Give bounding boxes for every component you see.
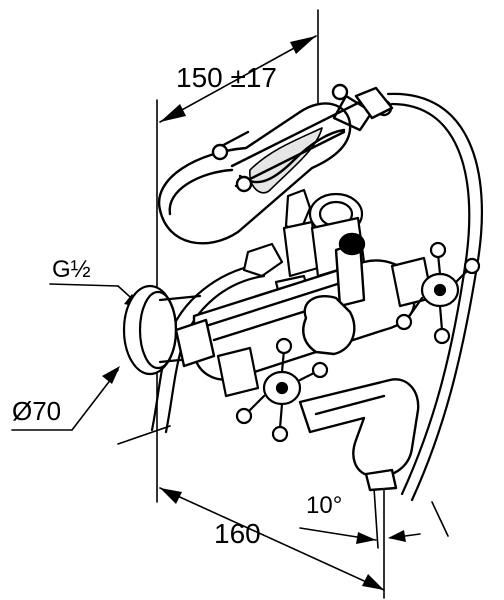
holder-screw-3 [331, 83, 349, 101]
left-spoke-down [278, 402, 284, 430]
right-spoke-ball-right [463, 257, 481, 275]
hose-inner-line [390, 102, 471, 496]
right-spoke-ball-left [395, 313, 413, 331]
left-valve-body [216, 346, 260, 398]
right-spoke-right [454, 268, 470, 284]
left-cross-handle [216, 337, 329, 443]
right-hub-center [433, 283, 447, 297]
angle-leg-line [373, 487, 379, 549]
lever-knob [338, 232, 366, 256]
right-spoke-down [438, 304, 444, 332]
right-cross-handle [390, 241, 481, 345]
left-spoke-ball-right [311, 361, 329, 379]
spout-arrow-right [362, 574, 384, 590]
left-spoke-ball-up [275, 337, 293, 355]
eccentric-connector [174, 318, 216, 368]
holder-screw-2 [235, 175, 253, 193]
right-spoke-ball-up [429, 241, 447, 259]
hose-outer-line [386, 92, 484, 502]
spout-dimension-line [159, 487, 385, 591]
right-spoke-ball-down [433, 327, 451, 345]
projection-arrow-right [290, 36, 316, 54]
left-spoke-left [246, 394, 266, 414]
thread-size-label: G½ [52, 256, 91, 283]
angle-arrow-right [388, 530, 406, 542]
right-spoke-left [406, 296, 424, 320]
handshower-holder [212, 94, 374, 188]
spout-tip [364, 468, 398, 492]
thread-leader-line [49, 283, 119, 287]
spout-angle-label: 10° [306, 492, 343, 519]
hose-break-line-right [431, 501, 449, 537]
spout-highlight [314, 394, 386, 416]
diameter-arrow [102, 366, 120, 384]
hose-nut-shape [242, 242, 284, 278]
spout [298, 378, 420, 492]
left-hub-center [275, 381, 289, 395]
spout-body [298, 378, 420, 478]
handshower-face [168, 168, 234, 216]
handshower-body-line [238, 128, 346, 184]
rosette-diameter-label: Ø70 [12, 396, 62, 426]
left-spoke-ball-down [271, 425, 289, 443]
hose-connector [354, 86, 394, 120]
holder-stem [282, 188, 320, 278]
spout-arrow-left [160, 488, 182, 504]
lever-arm [302, 295, 356, 356]
angle-arrow-left [356, 532, 376, 544]
projection-dimension-line [159, 35, 317, 123]
lever-handle [302, 232, 366, 356]
hand-shower [157, 83, 394, 245]
projection-dimension-label: 150 ±17 [176, 62, 278, 93]
projection-arrow-left [160, 104, 186, 122]
dimension-lines [11, 9, 449, 599]
stem-fork [284, 188, 312, 234]
spout-projection-label: 160 [214, 518, 261, 549]
left-spoke-ball-left [235, 407, 253, 425]
holder-screw-1 [211, 143, 229, 161]
hose-break-line [117, 425, 171, 445]
